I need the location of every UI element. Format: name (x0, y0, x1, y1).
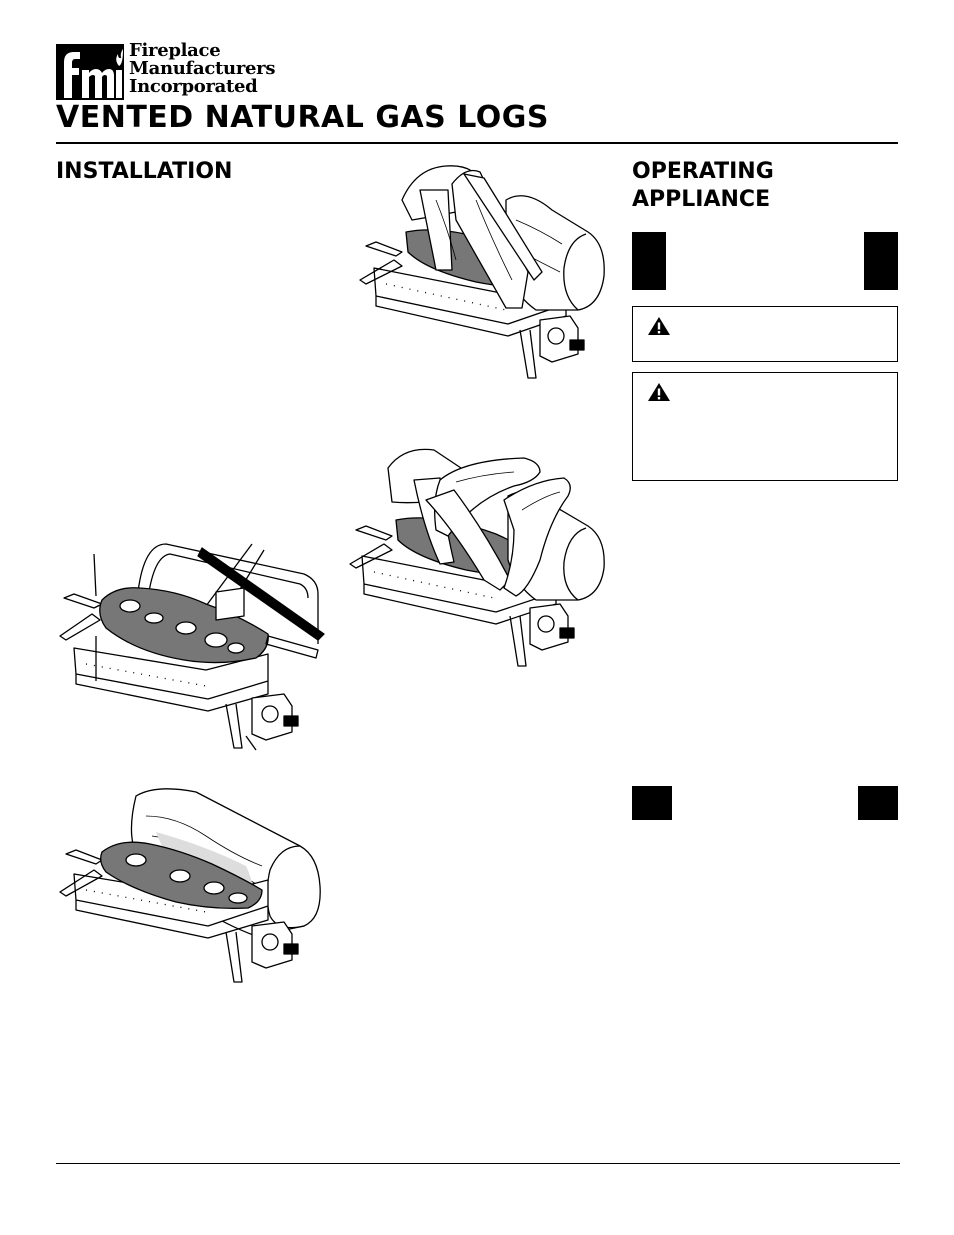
warning-triangle-icon (648, 317, 670, 335)
redacted-block (632, 232, 666, 290)
section-title-operating-line-2: APPLIANCE (632, 187, 771, 212)
log-set-illustration-2 (344, 440, 611, 675)
title-divider (56, 142, 898, 144)
warning-box (632, 372, 898, 481)
section-title-operating-line-1: OPERATING (632, 159, 774, 184)
grate-ember-bed-illustration (56, 536, 326, 761)
logo-line-3: Incorporated (129, 76, 258, 97)
fmi-logo-icon (56, 44, 124, 100)
redacted-block (864, 232, 898, 290)
log-set-illustration-1 (356, 160, 611, 385)
section-title-installation: INSTALLATION (56, 159, 233, 184)
back-log-illustration (56, 786, 326, 1001)
redacted-block (858, 786, 898, 820)
warning-box (632, 306, 898, 362)
redacted-block (632, 786, 672, 820)
warning-triangle-icon (648, 383, 670, 401)
page-title: VENTED NATURAL GAS LOGS (56, 100, 549, 135)
logo-wordmark: Fireplace Manufacturers Incorporated (129, 42, 275, 96)
logo-line-1: Fireplace (129, 40, 221, 61)
section-title-operating: OPERATING APPLIANCE (632, 158, 774, 214)
footer-divider (56, 1163, 900, 1164)
logo-line-2: Manufacturers (129, 58, 276, 79)
